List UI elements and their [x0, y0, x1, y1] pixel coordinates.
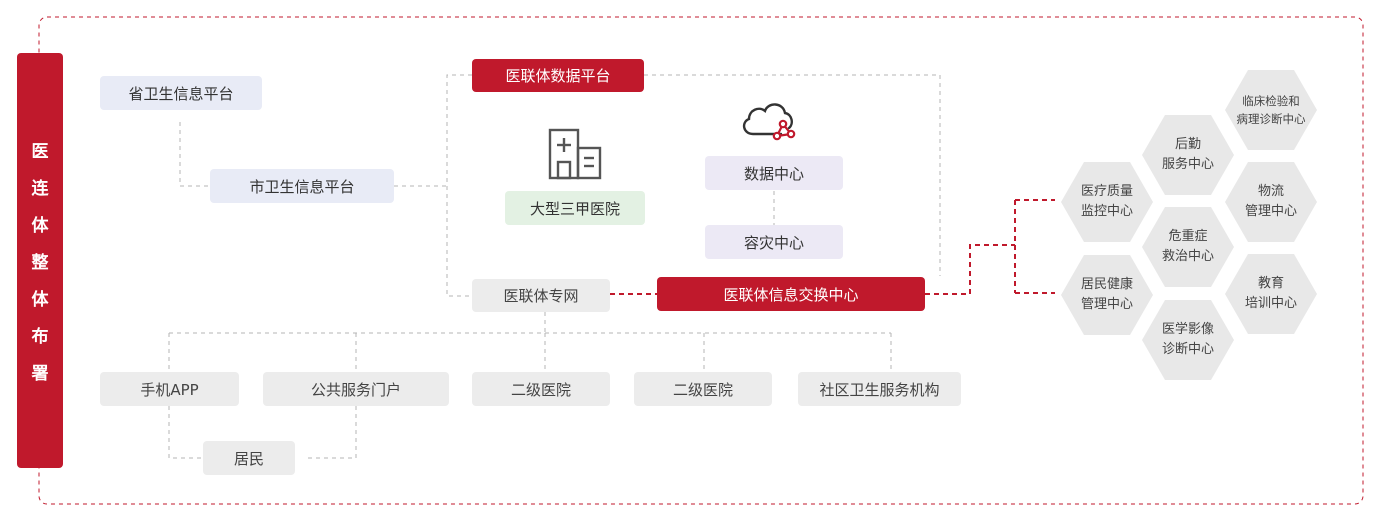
hex-line: 监控中心	[1080, 204, 1133, 219]
data-platform-title: 医联体数据平台	[472, 59, 644, 92]
hex-quality-monitoring: 医疗质量 监控中心	[1061, 162, 1153, 242]
secondary-hospital-box: 二级医院	[634, 372, 772, 406]
big-hospital-box: 大型三甲医院	[505, 191, 645, 225]
hospital-building-icon	[548, 128, 602, 184]
hex-line: 诊断中心	[1161, 342, 1214, 357]
hex-line: 病理诊断中心	[1236, 112, 1306, 126]
hex-clinical-lab: 临床检验和 病理诊断中心	[1225, 70, 1317, 150]
hex-line: 救治中心	[1161, 249, 1214, 264]
hex-line: 居民健康	[1080, 277, 1133, 292]
sidebar-char: 布	[31, 327, 49, 347]
sidebar-title: 医 连 体 整 体 布 署	[17, 53, 63, 468]
hex-line: 培训中心	[1244, 296, 1297, 311]
hex-resident-health: 居民健康 管理中心	[1061, 255, 1153, 335]
exchange-center-box: 医联体信息交换中心	[657, 277, 925, 311]
province-platform-box: 省卫生信息平台	[100, 76, 262, 110]
red-connectors	[610, 199, 1055, 295]
sidebar-char: 医	[31, 142, 49, 162]
hex-critical-care: 危重症 救治中心	[1142, 207, 1234, 287]
hex-line: 医学影像	[1161, 322, 1214, 337]
residents-box: 居民	[203, 441, 295, 475]
hex-logistics-service: 后勤 服务中心	[1142, 115, 1234, 195]
hex-line: 管理中心	[1244, 204, 1297, 219]
sidebar-char: 体	[31, 290, 49, 310]
hex-line: 危重症	[1168, 229, 1208, 244]
hex-line: 物流	[1257, 184, 1284, 199]
hex-line: 管理中心	[1080, 297, 1133, 312]
gray-connectors	[168, 74, 941, 459]
outer-border	[38, 16, 1364, 505]
community-center-box: 社区卫生服务机构	[798, 372, 961, 406]
data-center-box: 数据中心	[705, 156, 843, 190]
sidebar-char: 署	[31, 364, 49, 384]
hex-line: 后勤	[1174, 137, 1201, 152]
sidebar-char: 连	[31, 179, 49, 199]
hex-imaging-diagnosis: 医学影像 诊断中心	[1142, 300, 1234, 380]
hex-line: 临床检验和	[1242, 94, 1300, 108]
hex-logistics-management: 物流 管理中心	[1225, 162, 1317, 242]
cloud-network-icon	[739, 98, 801, 148]
sidebar-char: 整	[31, 253, 49, 273]
hex-education-training: 教育 培训中心	[1225, 254, 1317, 334]
sidebar-char: 体	[31, 216, 49, 236]
hex-line: 服务中心	[1161, 157, 1214, 172]
private-network-box: 医联体专网	[472, 279, 610, 312]
hex-line: 教育	[1257, 276, 1284, 291]
public-portal-box: 公共服务门户	[263, 372, 449, 406]
disaster-center-box: 容灾中心	[705, 225, 843, 259]
city-platform-box: 市卫生信息平台	[210, 169, 394, 203]
hex-line: 医疗质量	[1080, 184, 1133, 199]
mobile-app-box: 手机APP	[100, 372, 239, 406]
secondary-hospital-box: 二级医院	[472, 372, 610, 406]
